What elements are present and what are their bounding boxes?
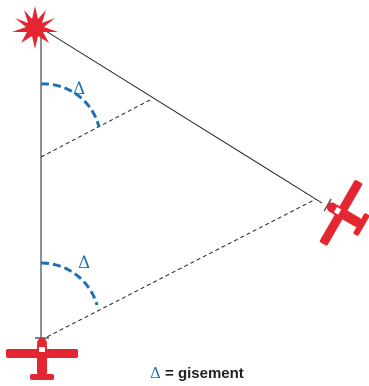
red-airplane-icon (6, 337, 78, 380)
angle-arc-top (40, 82, 101, 128)
angle-arc-bottom (40, 261, 99, 306)
legend-caption: Δ = gisement (150, 364, 244, 384)
dashed-line-bottom (40, 198, 317, 341)
delta-label-bottom: Δ (78, 253, 90, 273)
delta-label-top: Δ (73, 79, 85, 99)
red-airplane-icon (319, 180, 369, 246)
caption-text: = gisement (160, 365, 244, 382)
dashed-line-top (40, 99, 151, 158)
caption-symbol: Δ (150, 364, 161, 382)
diagonal-line (40, 27, 323, 204)
red-burst-star-icon (12, 6, 58, 49)
